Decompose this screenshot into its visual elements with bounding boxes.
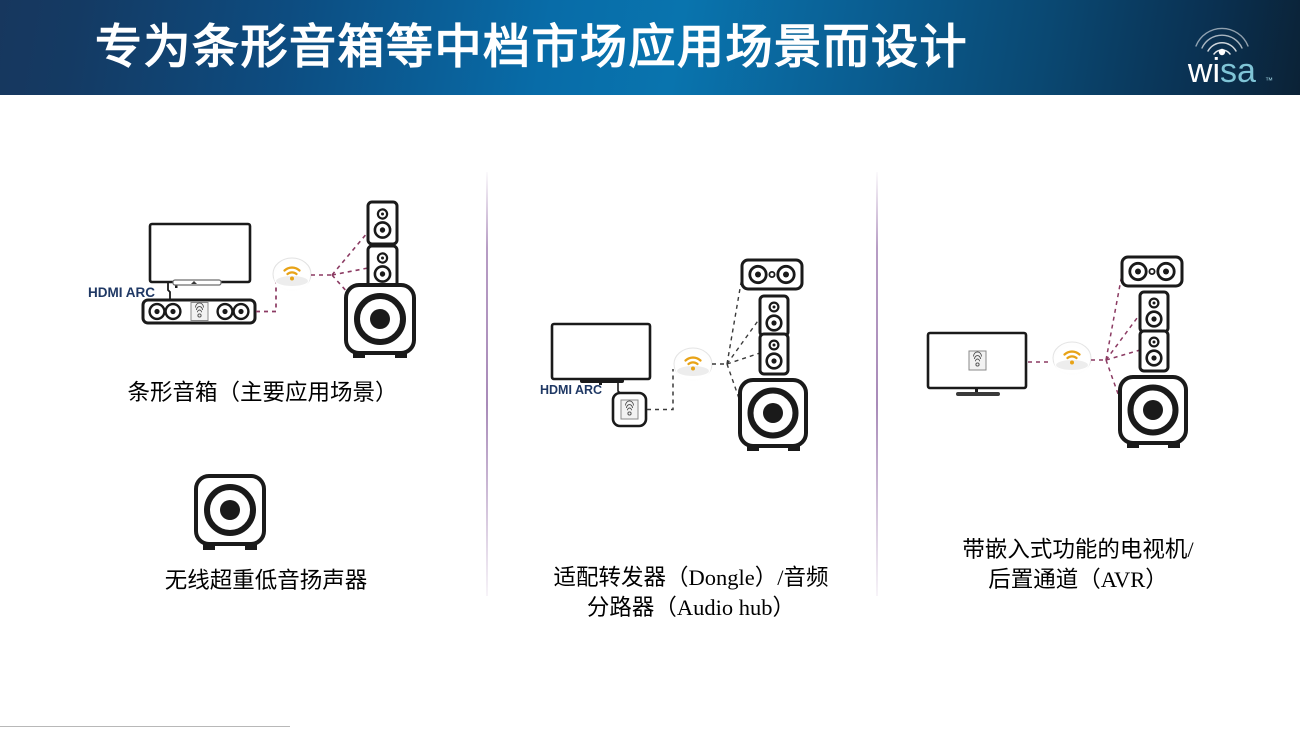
wisa-module-icon — [190, 302, 209, 321]
wisa-logo-text-primary: wi — [1187, 52, 1220, 90]
panel-divider-left — [486, 172, 488, 596]
panel-divider-right — [876, 172, 878, 596]
subwoofer-icon — [194, 474, 266, 550]
wisa-logo-icon: wi sa ™ — [1187, 27, 1273, 90]
subwoofer-icon — [738, 378, 808, 451]
center-speaker-icon — [1120, 255, 1184, 288]
bookshelf-speaker-icon — [758, 294, 790, 338]
panel-2-caption: 适配转发器（Dongle）/音频 分路器（Audio hub） — [553, 565, 829, 620]
bookshelf-speaker-icon — [758, 332, 790, 376]
subwoofer-icon — [344, 283, 416, 358]
diagram-dongle-audio-hub — [520, 250, 860, 465]
subwoofer-icon — [1118, 375, 1188, 448]
panel-1-secondary-caption: 无线超重低音扬声器 — [164, 568, 368, 593]
center-speaker-icon — [740, 258, 804, 291]
panel-3-caption: 带嵌入式功能的电视机/ 后置通道（AVR） — [962, 537, 1194, 592]
hdmi-arc-label-panel2: HDMI ARC — [540, 383, 603, 397]
bookshelf-speaker-icon — [366, 200, 399, 246]
dongle-icon — [611, 391, 648, 428]
diagram-embedded-tv — [900, 240, 1230, 475]
soundbar-icon — [141, 298, 257, 325]
diagram-soundbar — [80, 180, 480, 380]
panel-1-caption: 条形音箱（主要应用场景） — [127, 380, 398, 405]
page-title: 专为条形音箱等中档市场应用场景而设计 — [95, 22, 968, 74]
tv-embedded-icon — [926, 331, 1028, 396]
footer-rule — [0, 726, 290, 727]
wifi-hub-icon — [272, 257, 312, 291]
wisa-logo-text-accent: sa — [1220, 52, 1256, 90]
bookshelf-speaker-icon — [1138, 329, 1170, 373]
bookshelf-speaker-icon — [1138, 290, 1170, 334]
wifi-hub-icon — [1052, 341, 1092, 375]
wisa-logo-trademark: ™ — [1265, 76, 1273, 85]
tv-icon — [550, 322, 652, 385]
wifi-hub-icon — [673, 347, 713, 381]
hdmi-arc-label-panel1: HDMI ARC — [88, 285, 155, 300]
diagram-wireless-subwoofer — [130, 468, 330, 568]
bookshelf-speaker-icon — [366, 244, 399, 290]
wisa-logo: wi sa ™ — [1166, 6, 1278, 90]
wisa-module-icon — [968, 350, 987, 371]
slide-header: 专为条形音箱等中档市场应用场景而设计 wi sa ™ — [0, 0, 1300, 95]
tv-icon — [148, 222, 252, 288]
